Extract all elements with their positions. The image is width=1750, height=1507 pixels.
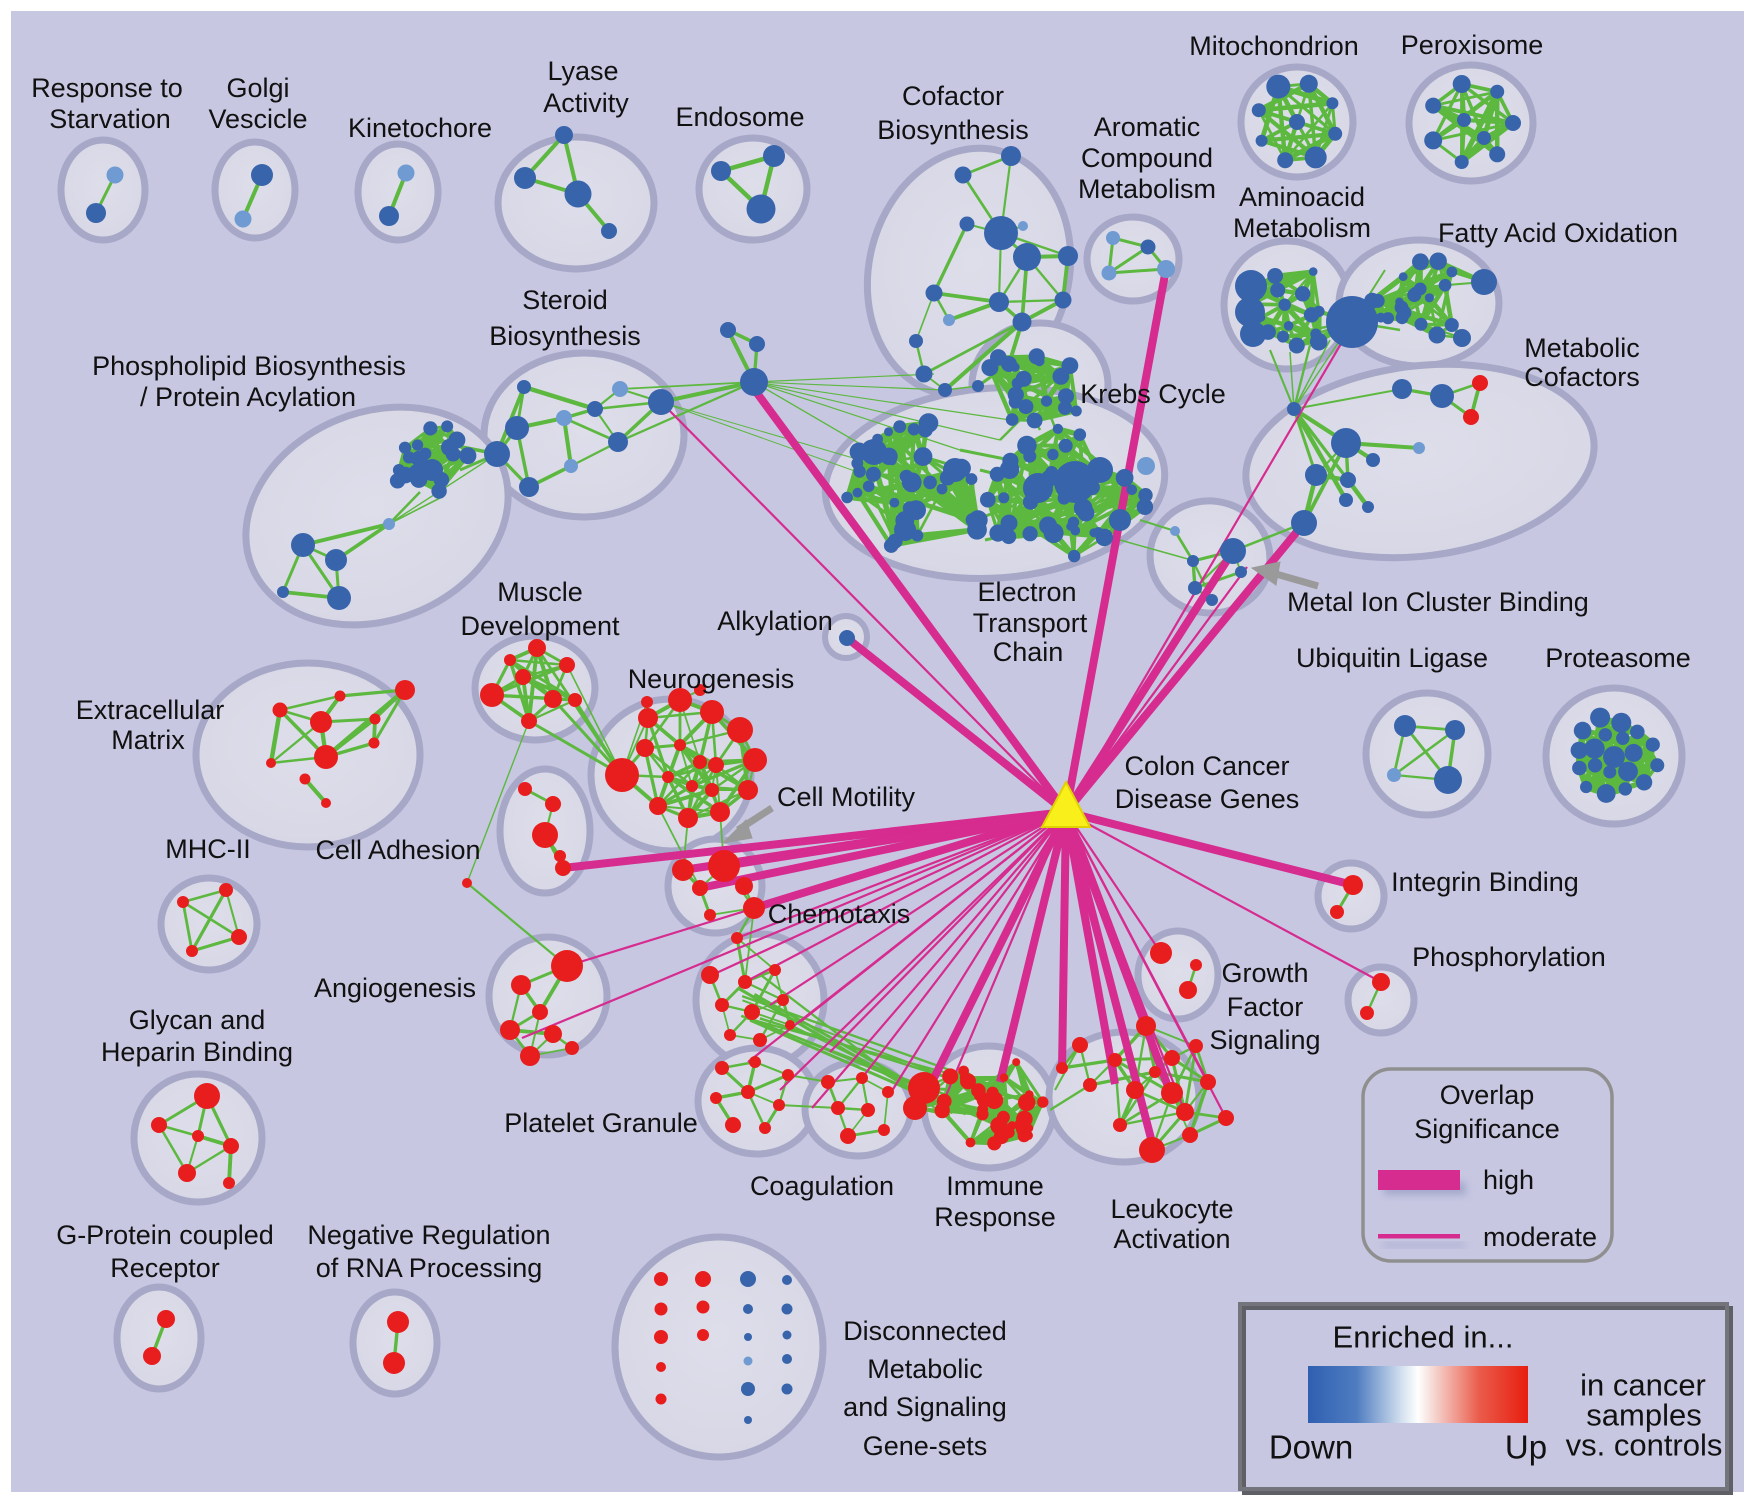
svg-text:Alkylation: Alkylation [717, 606, 833, 636]
svg-text:Golgi: Golgi [226, 73, 289, 103]
svg-text:Colon Cancer: Colon Cancer [1124, 751, 1289, 781]
svg-text:Compound: Compound [1081, 143, 1213, 173]
svg-text:Growth: Growth [1221, 958, 1308, 988]
svg-text:in cancer: in cancer [1580, 1368, 1706, 1403]
svg-text:Up: Up [1505, 1429, 1547, 1466]
svg-text:Metabolism: Metabolism [1078, 174, 1216, 204]
svg-text:Chemotaxis: Chemotaxis [768, 899, 911, 929]
svg-text:/ Protein Acylation: / Protein Acylation [140, 382, 356, 412]
svg-text:Coagulation: Coagulation [750, 1171, 894, 1201]
svg-text:Overlap: Overlap [1440, 1080, 1535, 1110]
svg-text:Heparin Binding: Heparin Binding [101, 1037, 293, 1067]
svg-text:Aromatic: Aromatic [1094, 112, 1201, 142]
svg-text:Phospholipid Biosynthesis: Phospholipid Biosynthesis [92, 351, 406, 381]
svg-text:Significance: Significance [1414, 1114, 1560, 1144]
svg-text:Negative Regulation: Negative Regulation [307, 1220, 550, 1250]
svg-text:Fatty Acid Oxidation: Fatty Acid Oxidation [1438, 218, 1678, 248]
svg-text:Vescicle: Vescicle [208, 104, 307, 134]
svg-text:Development: Development [460, 611, 620, 641]
svg-text:Response to: Response to [31, 73, 183, 103]
svg-text:Response: Response [934, 1202, 1056, 1232]
svg-text:Activity: Activity [543, 88, 629, 118]
svg-text:Muscle: Muscle [497, 577, 583, 607]
svg-text:Factor: Factor [1227, 992, 1304, 1022]
svg-text:Phosphorylation: Phosphorylation [1412, 942, 1606, 972]
svg-text:Receptor: Receptor [110, 1253, 220, 1283]
svg-text:samples: samples [1586, 1398, 1701, 1433]
svg-text:Ubiquitin Ligase: Ubiquitin Ligase [1296, 643, 1488, 673]
svg-text:Peroxisome: Peroxisome [1401, 30, 1544, 60]
svg-text:Enriched in...: Enriched in... [1333, 1320, 1514, 1355]
svg-text:high: high [1483, 1165, 1534, 1195]
svg-text:Steroid: Steroid [522, 285, 608, 315]
svg-text:Electron: Electron [977, 577, 1076, 607]
svg-text:Cell Motility: Cell Motility [777, 782, 916, 812]
svg-text:Disconnected: Disconnected [843, 1316, 1007, 1346]
svg-text:Extracellular: Extracellular [76, 695, 225, 725]
svg-text:Integrin Binding: Integrin Binding [1391, 867, 1579, 897]
svg-text:Metabolic: Metabolic [1524, 333, 1640, 363]
svg-text:Kinetochore: Kinetochore [348, 113, 492, 143]
svg-text:Krebs Cycle: Krebs Cycle [1080, 379, 1226, 409]
svg-text:Proteasome: Proteasome [1545, 643, 1691, 673]
svg-text:vs. controls: vs. controls [1566, 1428, 1723, 1463]
svg-text:Biosynthesis: Biosynthesis [877, 115, 1029, 145]
svg-text:moderate: moderate [1483, 1222, 1597, 1252]
svg-text:Chain: Chain [993, 637, 1064, 667]
svg-text:Immune: Immune [946, 1171, 1044, 1201]
svg-text:MHC-II: MHC-II [165, 834, 250, 864]
svg-text:Starvation: Starvation [49, 104, 171, 134]
svg-text:and Signaling: and Signaling [843, 1392, 1007, 1422]
svg-text:Metabolism: Metabolism [1233, 213, 1371, 243]
svg-text:G-Protein coupled: G-Protein coupled [56, 1220, 274, 1250]
svg-text:Leukocyte: Leukocyte [1110, 1194, 1233, 1224]
svg-text:Glycan and: Glycan and [129, 1005, 266, 1035]
svg-text:Neurogenesis: Neurogenesis [628, 664, 795, 694]
svg-text:Endosome: Endosome [675, 102, 804, 132]
svg-text:Metal Ion Cluster Binding: Metal Ion Cluster Binding [1287, 587, 1589, 617]
svg-text:of RNA Processing: of RNA Processing [316, 1253, 543, 1283]
svg-text:Platelet Granule: Platelet Granule [504, 1108, 698, 1138]
svg-text:Matrix: Matrix [111, 725, 185, 755]
svg-text:Cell Adhesion: Cell Adhesion [315, 835, 480, 865]
svg-text:Gene-sets: Gene-sets [863, 1431, 988, 1461]
svg-text:Cofactor: Cofactor [902, 81, 1004, 111]
svg-text:Down: Down [1269, 1429, 1353, 1466]
svg-text:Cofactors: Cofactors [1524, 362, 1640, 392]
svg-text:Metabolic: Metabolic [867, 1354, 983, 1384]
svg-text:Angiogenesis: Angiogenesis [314, 973, 476, 1003]
svg-text:Transport: Transport [973, 608, 1088, 638]
svg-text:Biosynthesis: Biosynthesis [489, 321, 641, 351]
svg-text:Disease Genes: Disease Genes [1115, 784, 1300, 814]
svg-text:Activation: Activation [1113, 1224, 1230, 1254]
svg-text:Aminoacid: Aminoacid [1239, 182, 1365, 212]
svg-text:Signaling: Signaling [1209, 1025, 1320, 1055]
svg-text:Mitochondrion: Mitochondrion [1189, 31, 1359, 61]
svg-text:Lyase: Lyase [547, 56, 618, 86]
